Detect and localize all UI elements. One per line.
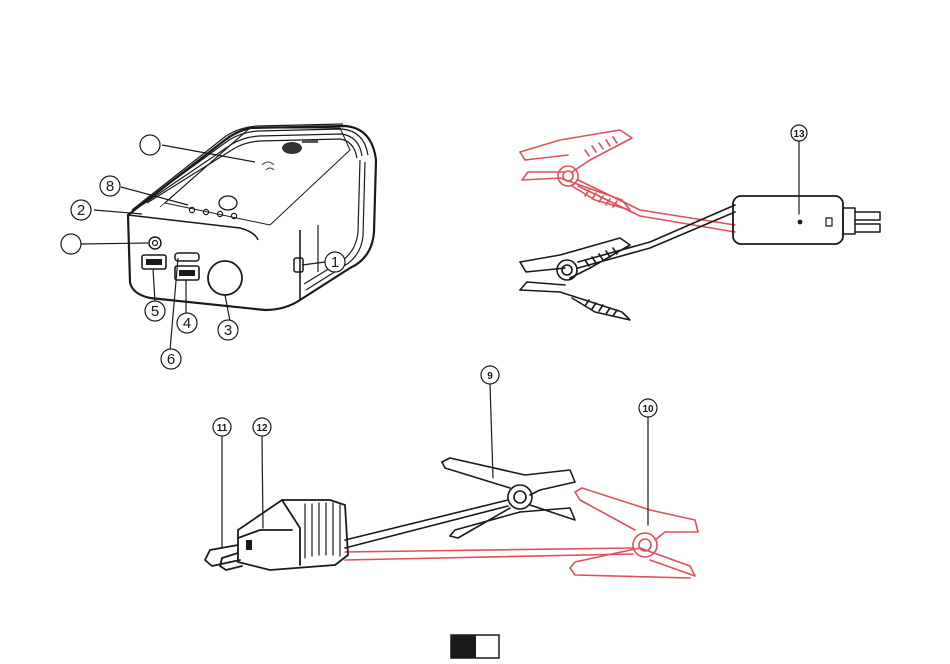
svg-text:8: 8 — [106, 178, 114, 195]
svg-text:10: 10 — [642, 404, 654, 415]
callout-11: 11 — [213, 418, 231, 436]
callout-14 — [61, 234, 81, 254]
brand-logo — [302, 140, 318, 143]
black-clamp-top — [520, 205, 735, 320]
svg-text:3: 3 — [224, 322, 232, 339]
svg-text:9: 9 — [487, 371, 493, 382]
power-bank-illustration — [128, 124, 376, 310]
page-marker — [451, 635, 499, 658]
svg-text:2: 2 — [77, 202, 85, 219]
callout-1: 1 — [325, 252, 345, 272]
callout-8: 8 — [100, 176, 120, 196]
svg-text:12: 12 — [256, 423, 268, 434]
ec5-connector — [205, 500, 348, 570]
red-clamp-top — [520, 130, 735, 232]
callout-7 — [140, 135, 160, 155]
black-clamp-bottom — [345, 458, 575, 548]
ec5-clamp-cable-illustration — [205, 384, 698, 578]
callout-12: 12 — [253, 418, 271, 436]
power-bank-leaders — [80, 145, 325, 350]
wireless-charging-icon — [262, 142, 302, 170]
callout-13: 13 — [791, 125, 807, 141]
callout-3: 3 — [218, 320, 238, 340]
control-box — [733, 196, 880, 244]
svg-text:1: 1 — [331, 254, 339, 271]
smart-clamp-cable-illustration — [520, 130, 880, 320]
callout-2: 2 — [71, 200, 91, 220]
svg-text:13: 13 — [793, 129, 805, 140]
callout-4: 4 — [177, 313, 197, 333]
svg-text:11: 11 — [217, 423, 228, 434]
callout-10: 10 — [639, 399, 657, 417]
callout-6: 6 — [161, 349, 181, 369]
svg-text:4: 4 — [183, 315, 191, 332]
callout-9: 9 — [481, 366, 499, 384]
svg-text:5: 5 — [151, 303, 159, 320]
svg-text:6: 6 — [167, 351, 175, 368]
callout-5: 5 — [145, 301, 165, 321]
red-clamp-bottom — [345, 488, 698, 578]
